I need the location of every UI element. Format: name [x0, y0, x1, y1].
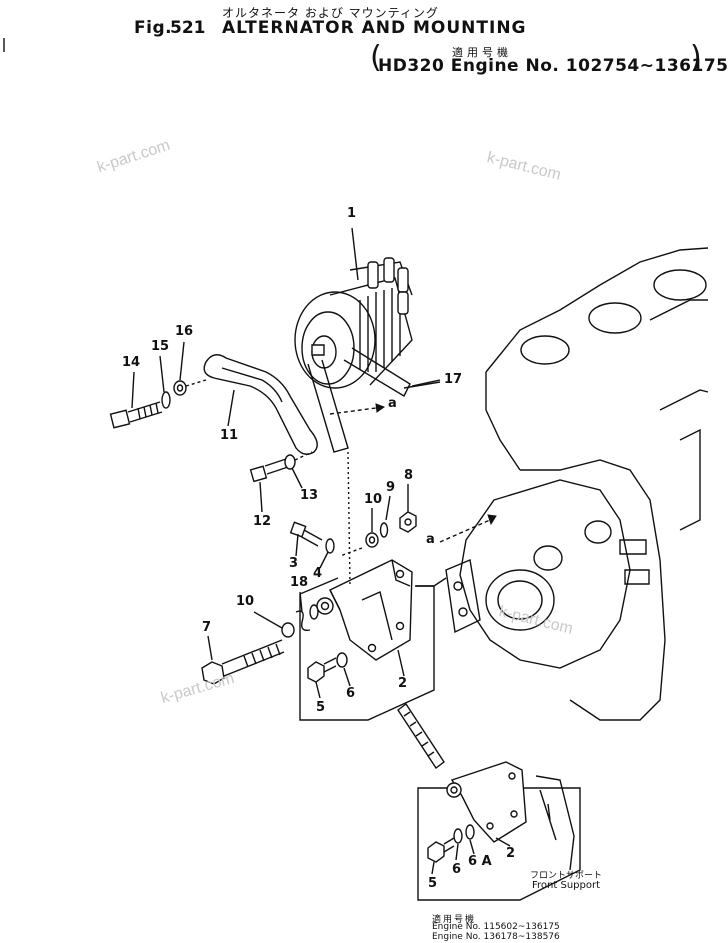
inset-callout-6a: 6 A	[468, 854, 492, 869]
bolt-14	[111, 380, 206, 428]
footnote-row: Engine No. 136178~138576	[432, 932, 560, 942]
callout-13: 13	[300, 488, 319, 503]
inset-callout-6: 6	[452, 862, 462, 877]
callout-18: 18	[290, 575, 309, 590]
callout-8: 8	[404, 468, 414, 483]
callout-5: 5	[316, 700, 326, 715]
alternator	[295, 258, 412, 388]
callout-a-lower: a	[426, 532, 435, 547]
callout-10-lower: 10	[236, 594, 255, 609]
inset-frame	[418, 788, 580, 900]
applicability-japanese: 適用号機	[452, 46, 512, 59]
callout-10: 10	[364, 492, 383, 507]
timing-cover	[446, 480, 630, 668]
leader-lines	[132, 228, 510, 874]
figure-label: Fig.	[134, 18, 173, 38]
bolt-7	[202, 605, 318, 684]
callout-4: 4	[313, 566, 323, 581]
adjusting-arm	[204, 355, 317, 454]
nut-8	[340, 512, 416, 556]
callout-2: 2	[398, 676, 408, 691]
inset-callout-2: 2	[506, 846, 516, 861]
title-english: ALTERNATOR AND MOUNTING	[222, 18, 527, 38]
direction-arrow-a-lower	[440, 515, 496, 542]
front-support-japanese: フロントサポート	[530, 871, 603, 881]
callout-17: 17	[444, 372, 463, 387]
inset-callout-5: 5	[428, 876, 438, 891]
callout-12: 12	[253, 514, 272, 529]
parts-diagram	[0, 0, 708, 943]
footnote-row: Engine No. 115602~136175	[432, 922, 560, 932]
callout-6: 6	[346, 686, 356, 701]
callout-3: 3	[289, 556, 299, 571]
front-support-english: Front Support	[532, 880, 601, 891]
callout-a-upper: a	[388, 396, 397, 411]
paren-close: )	[690, 40, 702, 75]
inset-arrow	[398, 704, 444, 768]
applicability-english: HD320 Engine No. 102754~136175	[378, 56, 728, 76]
title-japanese: オルタネータ および マウンティング	[222, 6, 439, 20]
callout-11: 11	[220, 428, 239, 443]
paren-open: (	[370, 40, 382, 75]
engine-block	[486, 248, 708, 720]
callout-1: 1	[347, 206, 357, 221]
bolt-5	[308, 653, 347, 682]
bolt-12	[251, 452, 312, 481]
bolt-3	[291, 522, 334, 553]
mounting-bracket	[317, 560, 412, 660]
callout-15: 15	[151, 339, 170, 354]
footnote-heading: 適用号機	[432, 915, 477, 925]
fan-belt	[308, 360, 348, 452]
callout-16: 16	[175, 324, 194, 339]
callout-14: 14	[122, 355, 141, 370]
inset-bracket	[428, 762, 574, 870]
callout-9: 9	[386, 480, 396, 495]
direction-arrow-a-upper	[330, 404, 384, 414]
callout-7: 7	[202, 620, 212, 635]
figure-number: 521	[170, 18, 206, 38]
